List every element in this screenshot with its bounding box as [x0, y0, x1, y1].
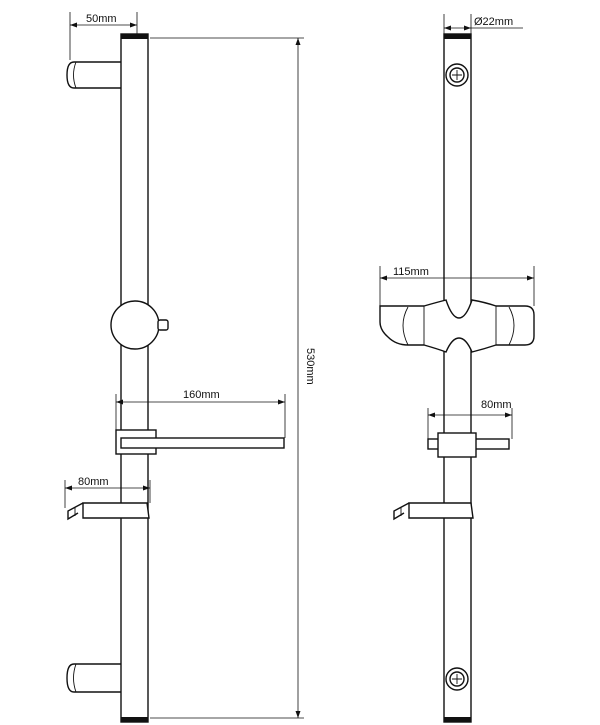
dim-label-530mm: 530mm — [304, 348, 316, 385]
front-rail — [443, 33, 472, 723]
dim-side-shelf-width: 160mm — [115, 389, 286, 438]
front-slider — [379, 299, 535, 353]
dim-label-50mm: 50mm — [86, 13, 117, 25]
dim-front-slider-width: 115mm — [379, 266, 535, 306]
dim-diameter: Ø22mm — [443, 14, 523, 34]
side-bottom-bracket — [66, 663, 128, 693]
side-view: 50mm 530mm 160mm 80mm — [64, 12, 316, 723]
dim-height: 530mm — [150, 37, 316, 719]
front-holder — [393, 502, 474, 521]
front-view: Ø22mm 115mm 80mm — [379, 14, 535, 723]
dim-label-160mm: 160mm — [183, 389, 220, 401]
side-slider-knob — [110, 300, 169, 350]
side-top-bracket — [66, 61, 128, 89]
dim-side-top-width: 50mm — [69, 12, 138, 60]
dim-label-80mm-side: 80mm — [78, 476, 109, 488]
front-top-screw-cap — [445, 63, 469, 87]
side-holder — [67, 502, 150, 521]
dim-label-diameter: Ø22mm — [474, 16, 513, 28]
dim-side-holder-width: 80mm — [64, 476, 151, 508]
side-rail — [120, 33, 149, 723]
dim-front-holder-width: 80mm — [427, 399, 513, 439]
front-shelf — [427, 432, 510, 458]
side-shelf — [115, 429, 285, 455]
front-bottom-screw-cap — [445, 667, 469, 691]
dim-label-115mm: 115mm — [393, 266, 429, 278]
dim-label-80mm-front: 80mm — [481, 399, 512, 411]
